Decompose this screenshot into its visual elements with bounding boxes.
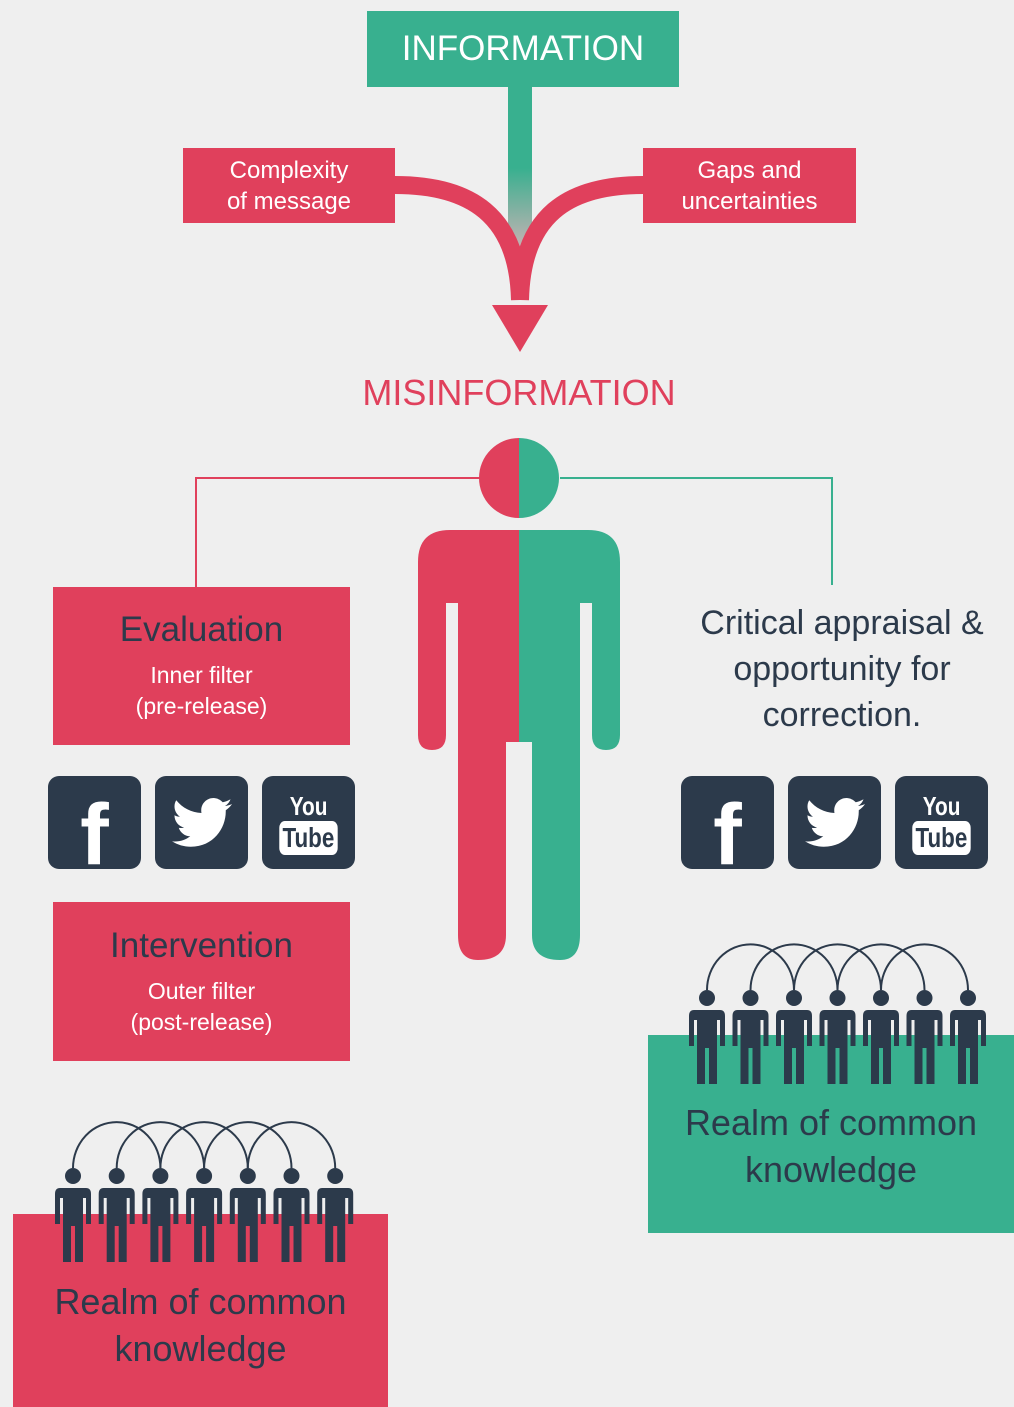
complexity-line2: of message <box>226 187 352 215</box>
down-arrowhead <box>492 305 548 352</box>
evaluation-box: Evaluation Inner filter (pre-release) <box>53 587 350 745</box>
connection-arc <box>246 1121 337 1169</box>
facebook-icon: f <box>681 776 774 882</box>
realm-right-line1: Realm of common <box>684 1102 978 1143</box>
complexity-line1: Complexity <box>229 156 349 184</box>
critical-appraisal-text: Critical appraisal & opportunity for cor… <box>660 600 1014 738</box>
person-body-right <box>519 530 620 960</box>
person-head-left <box>479 438 519 518</box>
person-and-connectors <box>195 438 833 960</box>
misinformation-title: MISINFORMATION <box>362 372 676 413</box>
connection-arc <box>159 1121 249 1169</box>
critical-line1: Critical appraisal & <box>700 604 984 642</box>
gaps-line2: uncertainties <box>681 187 818 215</box>
information-label: INFORMATION <box>401 29 645 68</box>
facebook-icon: f <box>48 776 141 882</box>
gaps-box: Gaps and uncertainties <box>643 148 856 223</box>
evaluation-title: Evaluation <box>119 610 284 649</box>
connection-arc <box>115 1121 206 1169</box>
evaluation-sub2: (pre-release) <box>135 693 268 719</box>
realm-right-box: Realm of common knowledge <box>648 1035 1014 1233</box>
left-connector <box>195 477 480 587</box>
complexity-box: Complexity of message <box>183 148 395 223</box>
intervention-box: Intervention Outer filter (post-release) <box>53 902 350 1061</box>
intervention-sub1: Outer filter <box>147 977 256 1004</box>
youtube-icon: You Tube <box>262 776 355 869</box>
twitter-icon <box>788 776 881 869</box>
flow-arrows <box>394 87 644 352</box>
realm-left-box: Realm of common knowledge <box>13 1214 388 1407</box>
gaps-line1: Gaps and <box>697 156 802 184</box>
evaluation-sub1: Inner filter <box>150 662 253 688</box>
connection-arc <box>203 1121 293 1169</box>
critical-line2: opportunity for <box>733 650 951 688</box>
right-curve-arrow <box>511 176 644 301</box>
intervention-sub2: (post-release) <box>130 1008 273 1035</box>
critical-line3: correction. <box>762 696 922 734</box>
information-box: INFORMATION <box>367 11 679 87</box>
intervention-title: Intervention <box>110 925 293 965</box>
youtube-icon: You Tube <box>895 776 988 869</box>
right-connector <box>560 477 833 585</box>
person-head-right <box>519 438 559 518</box>
realm-left-line1: Realm of common <box>54 1281 347 1322</box>
person-body-left <box>418 530 519 960</box>
connection-arc <box>72 1121 162 1169</box>
realm-left-line2: knowledge <box>114 1328 287 1369</box>
realm-right-line2: knowledge <box>744 1149 918 1190</box>
twitter-icon <box>155 776 248 869</box>
